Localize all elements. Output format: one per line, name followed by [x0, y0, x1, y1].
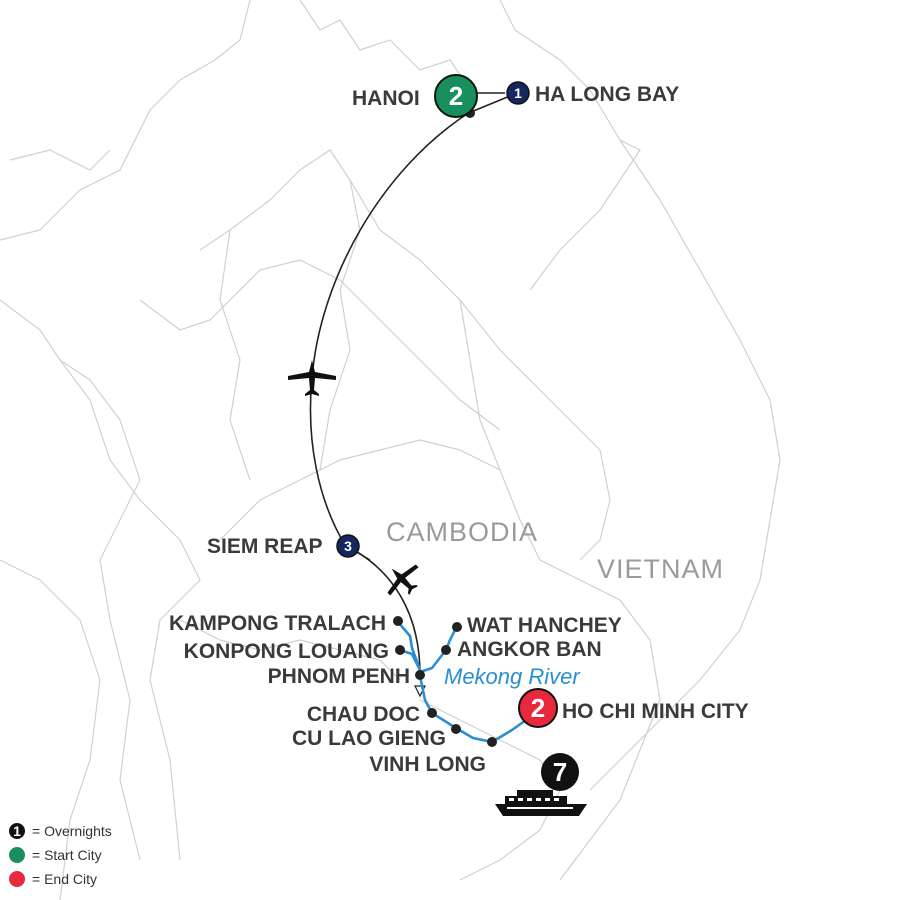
city-label-wat-hanchey[interactable]: WAT HANCHEY: [467, 614, 622, 637]
svg-text:2: 2: [449, 81, 463, 111]
city-label-chau-doc[interactable]: CHAU DOC: [307, 703, 420, 726]
stop-dot[interactable]: [393, 616, 403, 626]
city-label-angkor-ban[interactable]: ANGKOR BAN: [457, 638, 602, 661]
cruise-overnight-badge[interactable]: 7: [541, 753, 579, 791]
legend-item-overnights: 1 = Overnights: [9, 823, 112, 839]
stop-dot[interactable]: [427, 708, 437, 718]
svg-text:= Overnights: = Overnights: [32, 823, 112, 839]
country-borders: [0, 0, 781, 900]
city-label-hanoi[interactable]: HANOI: [352, 87, 420, 110]
overnight-badge-siem-reap[interactable]: 3: [336, 534, 360, 558]
city-label-phnom-penh[interactable]: PHNOM PENH: [268, 665, 410, 688]
plane-icon: [288, 360, 336, 396]
stop-dot[interactable]: [451, 724, 461, 734]
country-label-cambodia: CAMBODIA: [386, 517, 538, 547]
city-label-cu-lao-gieng[interactable]: CU LAO GIENG: [292, 727, 446, 750]
city-label-ha-long-bay[interactable]: HA LONG BAY: [535, 83, 679, 106]
river-label: Mekong River: [444, 664, 581, 689]
country-label-vietnam: VIETNAM: [597, 554, 724, 584]
svg-text:3: 3: [344, 538, 352, 554]
city-label-ho-chi-minh-city[interactable]: HO CHI MINH CITY: [562, 700, 749, 723]
start-badge-hanoi[interactable]: 2: [434, 74, 478, 118]
legend-item-start-city: = Start City: [9, 847, 102, 863]
legend: 1 = Overnights = Start City = End City: [9, 823, 112, 887]
city-label-kampong-tralach[interactable]: KAMPONG TRALACH: [169, 612, 386, 635]
city-label-konpong-louang[interactable]: KONPONG LOUANG: [184, 640, 389, 663]
plane-icon: [387, 564, 419, 596]
svg-text:1: 1: [514, 85, 522, 101]
city-label-siem-reap[interactable]: SIEM REAP: [207, 535, 323, 558]
stop-dot[interactable]: [415, 670, 425, 680]
stop-dot[interactable]: [452, 622, 462, 632]
legend-item-end-city: = End City: [9, 871, 97, 887]
ship-icon: [495, 790, 587, 816]
stop-dot[interactable]: [441, 645, 451, 655]
svg-text:7: 7: [553, 757, 567, 787]
end-badge-ho-chi-minh-city[interactable]: 2: [518, 688, 558, 728]
flight-route: [309, 92, 511, 698]
stop-dot[interactable]: [487, 737, 497, 747]
city-label-vinh-long[interactable]: VINH LONG: [369, 753, 486, 776]
svg-text:= Start City: = Start City: [32, 847, 102, 863]
overnight-badge-ha-long-bay[interactable]: 1: [506, 81, 530, 105]
svg-text:= End City: = End City: [32, 871, 97, 887]
svg-text:2: 2: [531, 693, 545, 723]
stop-dot[interactable]: [395, 645, 405, 655]
svg-text:1: 1: [13, 823, 21, 839]
